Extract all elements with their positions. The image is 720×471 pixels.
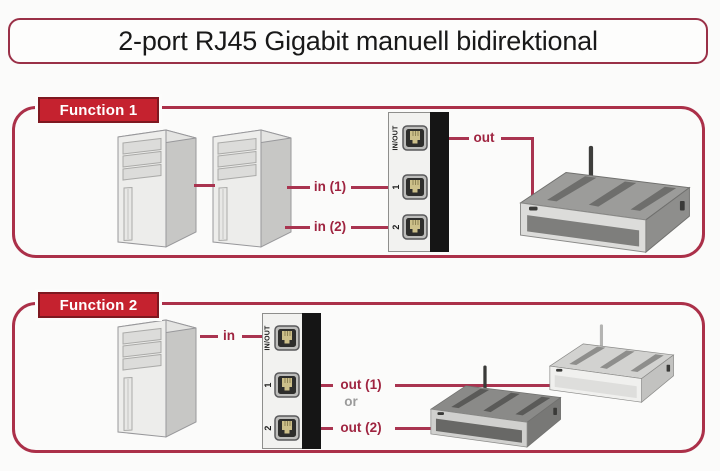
- pc-tower-icon: [209, 124, 295, 250]
- line-out-left: [447, 137, 469, 140]
- label-out1: out (1): [340, 377, 382, 392]
- label-in2: in (2): [313, 219, 347, 234]
- function2-panel: [12, 302, 705, 453]
- router-icon: [510, 144, 698, 256]
- function1-label: Function 1: [38, 97, 159, 123]
- line-out1-right: [395, 384, 552, 387]
- label-or: or: [344, 394, 358, 409]
- line-in-right: [242, 335, 262, 338]
- rj45-port-icon: [402, 214, 428, 240]
- port-label-1: 1: [391, 184, 401, 190]
- title-box: 2-port RJ45 Gigabit manuell bidirektiona…: [8, 18, 708, 64]
- port-label-inout: IN/OUT: [392, 125, 400, 151]
- label-in: in: [223, 328, 235, 343]
- label-in1: in (1): [313, 179, 347, 194]
- line-out2-right: [395, 427, 434, 430]
- port-label-inout: IN/OUT: [264, 325, 272, 351]
- pc-tower-icon: [114, 314, 200, 440]
- line-in1-right: [351, 186, 389, 189]
- rj45-port-icon: [274, 415, 300, 441]
- label-out2: out (2): [340, 420, 382, 435]
- line-in1-left: [287, 186, 310, 189]
- port-label-2: 2: [263, 425, 273, 431]
- line-in2-right: [351, 226, 389, 229]
- function1-panel: [12, 106, 705, 258]
- rj45-port-icon: [402, 174, 428, 200]
- line-in2-left: [285, 226, 310, 229]
- pc-tower-icon: [114, 124, 200, 250]
- switch-panel-strip: [430, 112, 449, 252]
- line-out-down: [531, 137, 534, 203]
- port-label-1: 1: [263, 382, 273, 388]
- function1-label-text: Function 1: [59, 101, 138, 119]
- rj45-port-icon: [274, 372, 300, 398]
- function2-label: Function 2: [38, 292, 159, 318]
- function2-label-text: Function 2: [59, 296, 138, 314]
- router-icon: [424, 364, 566, 450]
- page-title: 2-port RJ45 Gigabit manuell bidirektiona…: [118, 25, 598, 56]
- line-in-left: [200, 335, 218, 338]
- rj45-port-icon: [274, 325, 300, 351]
- rj45-port-icon: [402, 125, 428, 151]
- port-label-2: 2: [391, 224, 401, 230]
- line-out-right: [501, 137, 534, 140]
- line-out2-left: [319, 427, 333, 430]
- switch-panel-strip: [302, 313, 321, 449]
- line-out1-left: [319, 384, 333, 387]
- line-tower-link: [194, 184, 215, 187]
- label-out: out: [473, 130, 495, 145]
